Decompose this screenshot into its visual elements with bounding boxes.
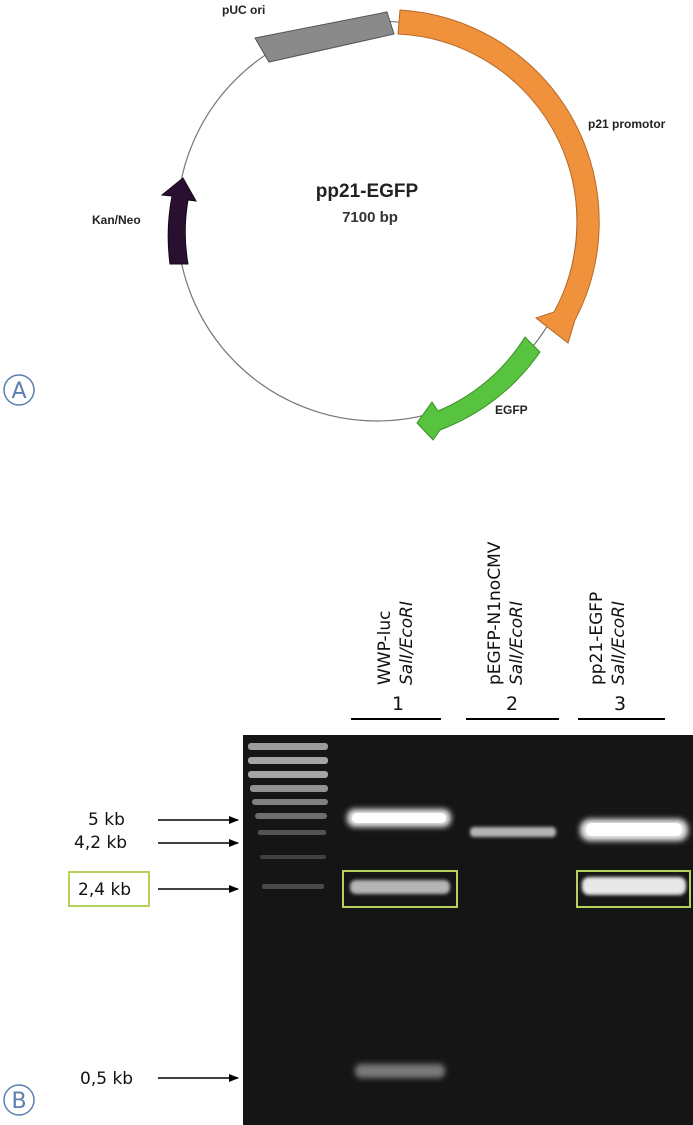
lane-header-3: pp21-EGFP SalI/EcoRI [587,592,629,685]
kan-neo-segment [160,177,197,265]
lane-header-2: pEGFP-N1noCMV SalI/EcoRI [485,541,527,685]
panel-a-letter: A [11,379,26,404]
panel-b-letter: B [11,1089,26,1114]
lane-1-bands [347,809,451,1078]
highlight-box-lane-1 [342,870,458,908]
lane-3-bands [580,819,688,895]
lane-2-number: 2 [506,693,518,715]
marker-2-4kb-highlight [68,871,150,907]
panel-a-badge: A [3,374,35,406]
lane-3-number: 3 [614,693,626,715]
label-kan-neo: Kan/Neo [92,213,141,227]
puc-ori-segment [254,11,395,63]
label-puc-ori: pUC ori [222,3,265,17]
lane-header-1: WWP-luc SalI/EcoRI [375,601,417,685]
lane-2-name: pEGFP-N1noCMV [485,541,505,685]
label-p21-promotor: p21 promotor [588,117,666,131]
lane-1-name: WWP-luc [375,611,395,685]
p21-promotor-segment [397,9,600,344]
egfp-segment [416,336,541,441]
lane-1-enzymes: SalI/EcoRI [397,601,417,685]
ladder-bands [248,743,328,889]
highlight-box-lane-3 [576,870,691,908]
gel-image [243,735,693,1125]
plasmid-map: pUC ori p21 promotor EGFP Kan/Neo pp21-E… [92,3,666,441]
plasmid-name: pp21-EGFP [316,181,419,202]
gel-background [243,735,693,1125]
plasmid-size: 7100 bp [342,209,398,226]
lane-3-enzymes: SalI/EcoRI [609,601,629,685]
lane-1-number: 1 [392,693,404,715]
lane-3-name: pp21-EGFP [587,592,607,685]
marker-4-2kb-label: 4,2 kb [74,833,127,853]
panel-b-badge: B [3,1084,35,1116]
label-egfp: EGFP [495,403,528,417]
marker-0-5kb-label: 0,5 kb [80,1069,133,1089]
lane-2-enzymes: SalI/EcoRI [507,601,527,685]
lane-2-bands [470,827,556,837]
marker-5kb-label: 5 kb [88,810,125,830]
marker-2-4kb-label: 2,4 kb [78,880,131,900]
